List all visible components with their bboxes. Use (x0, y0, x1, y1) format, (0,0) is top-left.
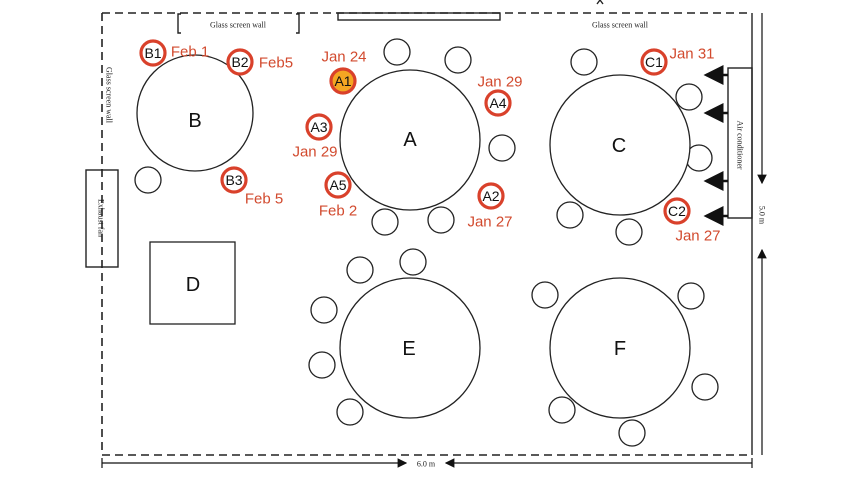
seat-b3: B3 Feb 5 (220, 166, 283, 208)
seat-c2: C2 Jan 27 (663, 197, 721, 245)
chair (488, 134, 516, 162)
seat-date: Jan 24 (321, 49, 366, 66)
top-arrow-mark (596, 0, 604, 5)
seat-id: C2 (668, 203, 686, 219)
air-conditioner (727, 67, 753, 219)
chairs (134, 38, 719, 447)
chair (570, 48, 598, 76)
seat-id: C1 (645, 54, 663, 70)
seat-c1: C1 Jan 31 (640, 46, 715, 76)
seat-date: Jan 27 (675, 228, 720, 245)
airflow-arrows (703, 65, 728, 226)
seat-id: B1 (144, 45, 161, 61)
chair (336, 398, 364, 426)
chair (308, 351, 336, 379)
chair (531, 281, 559, 309)
seat-b2: B2 Feb5 (226, 48, 293, 76)
chair (677, 282, 705, 310)
chair (399, 248, 427, 276)
seat-a5: A5 Feb 2 (319, 171, 357, 220)
width-dimension: 6.0 m (417, 460, 436, 469)
chair (346, 256, 374, 284)
seat-date: Jan 27 (467, 214, 512, 231)
seat-a4: A4 Jan 29 (477, 74, 523, 117)
air-conditioner-label: Air conditioner (736, 120, 745, 169)
seat-a2: A2 Jan 27 (467, 182, 513, 231)
seat-a3: A3 Jan 29 (292, 113, 338, 161)
chair (675, 83, 703, 111)
window-element (337, 12, 501, 21)
table-e (339, 277, 481, 419)
table-b-label: B (188, 110, 201, 132)
table-a (339, 69, 481, 211)
seat-id: A1 (334, 73, 351, 89)
table-b (136, 54, 254, 172)
table-c (549, 74, 691, 216)
seat-date: Jan 31 (669, 46, 714, 63)
seat-date: Feb 2 (319, 203, 357, 220)
seat-id: B2 (231, 54, 248, 70)
table-a-label: A (403, 129, 417, 151)
table-d (149, 241, 236, 325)
dimension-lines (101, 13, 767, 468)
seat-id: A5 (329, 177, 346, 193)
exhaust-fan (85, 169, 119, 268)
seat-b1: B1 Feb 1 (139, 39, 209, 67)
chair (548, 396, 576, 424)
chair (310, 296, 338, 324)
chair (427, 206, 455, 234)
table-f (549, 277, 691, 419)
seat-date: Feb 5 (245, 191, 283, 208)
seat-date: Jan 29 (477, 74, 522, 91)
chair (618, 419, 646, 447)
chair (691, 373, 719, 401)
chair (383, 38, 411, 66)
glass-screen-wall-bracket (177, 13, 300, 34)
seat-id: B3 (225, 172, 242, 188)
seat-date: Jan 29 (292, 144, 337, 161)
glass-wall-top-right-label: Glass screen wall (592, 21, 649, 30)
exhaust-fan-label: Exhaust fan (97, 199, 106, 237)
chair (444, 46, 472, 74)
table-c-label: C (612, 135, 626, 157)
seat-date: Feb 1 (171, 44, 209, 61)
chair (371, 208, 399, 236)
table-f-label: F (614, 338, 626, 360)
glass-wall-top-left-label: Glass screen wall (210, 21, 267, 30)
seat-id: A3 (310, 119, 327, 135)
chair (615, 218, 643, 246)
glass-wall-left-label: Glass screen wall (105, 67, 114, 124)
table-d-label: D (186, 274, 200, 296)
height-dimension: 5.0 m (758, 206, 767, 225)
chair (134, 166, 162, 194)
table-e-label: E (402, 338, 415, 360)
chair (556, 201, 584, 229)
seat-id: A4 (489, 95, 506, 111)
seat-date: Feb5 (259, 55, 293, 72)
seat-id: A2 (482, 188, 499, 204)
seat-a1: A1 Jan 24 (321, 49, 367, 95)
